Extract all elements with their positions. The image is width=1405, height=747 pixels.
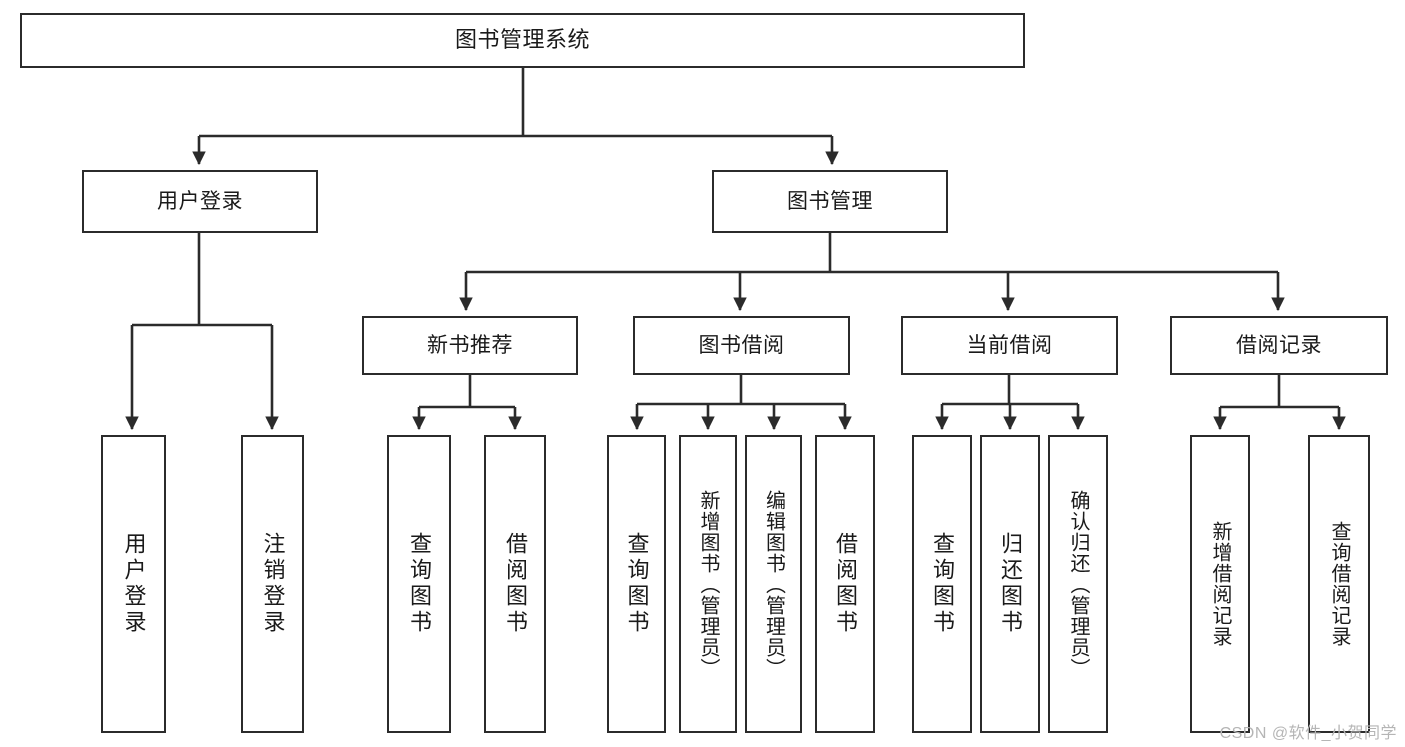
- node-leaf-confirm-return: 确认归还（管理员）: [1048, 435, 1108, 733]
- node-label: 编辑图书（管理员）: [762, 489, 785, 679]
- node-leaf-borrow-book-1: 借阅图书: [484, 435, 546, 733]
- node-leaf-user-login: 用户登录: [101, 435, 166, 733]
- node-leaf-logout: 注销登录: [241, 435, 304, 733]
- node-label: 用户登录: [121, 532, 147, 636]
- node-root: 图书管理系统: [20, 13, 1025, 68]
- node-label: 借阅图书: [503, 532, 528, 636]
- node-label: 新增借阅记录: [1209, 521, 1231, 647]
- watermark: CSDN @软件_小贺同学: [1219, 725, 1397, 742]
- node-label: 图书借阅: [698, 333, 785, 357]
- node-label: 确认归还（管理员）: [1067, 489, 1089, 679]
- node-label: 借阅图书: [833, 532, 858, 636]
- node-book-mgmt: 图书管理: [712, 170, 948, 233]
- node-label: 注销登录: [260, 532, 286, 636]
- node-leaf-query-record: 查询借阅记录: [1308, 435, 1370, 733]
- node-label: 查询借阅记录: [1328, 521, 1350, 647]
- node-label: 归还图书: [998, 532, 1023, 636]
- node-book-borrow: 图书借阅: [633, 316, 850, 375]
- node-label: 查询图书: [930, 532, 955, 636]
- node-label: 当前借阅: [966, 333, 1053, 357]
- node-leaf-add-record: 新增借阅记录: [1190, 435, 1250, 733]
- node-leaf-query-book-1: 查询图书: [387, 435, 451, 733]
- node-label: 查询图书: [407, 532, 432, 636]
- node-borrow-record: 借阅记录: [1170, 316, 1388, 375]
- node-leaf-return-book: 归还图书: [980, 435, 1040, 733]
- node-leaf-query-book-2: 查询图书: [607, 435, 666, 733]
- node-label: 图书管理系统: [454, 27, 590, 53]
- node-label: 新书推荐: [427, 333, 513, 357]
- node-label: 新增图书（管理员）: [697, 489, 719, 679]
- node-label: 用户登录: [157, 189, 243, 213]
- node-current-borrow: 当前借阅: [901, 316, 1118, 375]
- node-label: 查询图书: [624, 532, 650, 636]
- node-user-login: 用户登录: [82, 170, 318, 233]
- node-label: 图书管理: [787, 189, 873, 213]
- node-leaf-borrow-book-2: 借阅图书: [815, 435, 875, 733]
- node-leaf-edit-book: 编辑图书（管理员）: [745, 435, 802, 733]
- node-leaf-add-book: 新增图书（管理员）: [679, 435, 737, 733]
- node-label: 借阅记录: [1236, 333, 1322, 357]
- node-leaf-query-book-3: 查询图书: [912, 435, 972, 733]
- node-new-book-rec: 新书推荐: [362, 316, 578, 375]
